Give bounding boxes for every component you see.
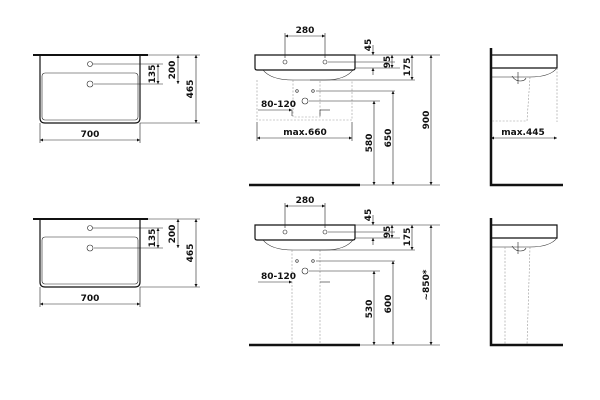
pedestal-width-label: 80-120: [261, 272, 296, 282]
tap-spacing-label: 280: [296, 26, 315, 36]
top-side-view: max.445: [489, 48, 563, 187]
supply-height-label: 650: [384, 129, 394, 148]
depth-label: 465: [186, 244, 196, 263]
depth-label: 465: [186, 80, 196, 99]
faucet-offset-label: 135: [148, 229, 158, 248]
drain-offset-label: 200: [168, 225, 178, 244]
faucet-offset-label: 135: [148, 65, 158, 84]
tap-spacing-label: 280: [296, 196, 315, 206]
rim-45-label: 45: [364, 209, 374, 222]
bottom-front-view: 280 45 95 175 ~850* 80-120 530 600: [249, 196, 440, 347]
drain-offset-label: 200: [168, 61, 178, 80]
rim-175-label: 175: [403, 58, 413, 77]
width-label: 700: [81, 130, 100, 140]
bottom-plan-view: 700 135 200 465: [33, 218, 200, 307]
outlet-height-label: 530: [365, 300, 375, 319]
total-height-label: ~850*: [422, 269, 432, 300]
supply-height-label: 600: [384, 295, 394, 314]
total-height-label: 900: [422, 111, 432, 130]
max-depth-label: max.445: [501, 128, 544, 138]
rim-175-label: 175: [403, 228, 413, 247]
rim-45-label: 45: [364, 39, 374, 52]
rim-95-label: 95: [383, 56, 393, 69]
bottom-side-view: [489, 218, 563, 347]
width-label: 700: [81, 294, 100, 304]
top-plan-view: 700 135 200 465: [33, 54, 200, 143]
rim-95-label: 95: [383, 226, 393, 239]
pedestal-width-label: 80-120: [261, 100, 296, 110]
top-front-view: 280 45 95 175 900 80-120 max.660 580 650: [249, 26, 440, 187]
max-width-label: max.660: [283, 128, 326, 138]
outlet-height-label: 580: [365, 134, 375, 153]
